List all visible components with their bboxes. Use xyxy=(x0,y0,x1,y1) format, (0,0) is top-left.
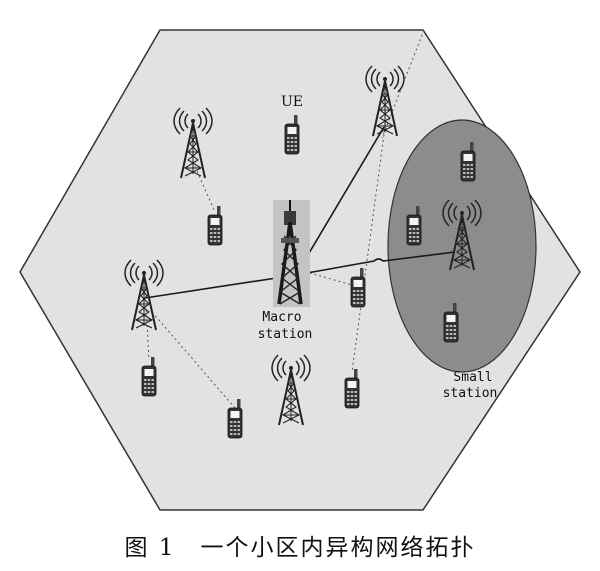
small-station-label-line1: Small xyxy=(453,370,492,385)
dotted-links xyxy=(145,29,425,409)
small-station-label-line2: station xyxy=(443,386,498,401)
macro-station-label-line2: station xyxy=(258,327,313,342)
macro-station-label-line1: Macro xyxy=(262,310,301,325)
backhaul-links xyxy=(144,126,456,299)
ue-label: UE xyxy=(281,94,303,110)
macro-station-tower xyxy=(273,200,310,307)
figure-caption: 图 1 一个小区内异构网络拓扑 xyxy=(124,535,476,561)
